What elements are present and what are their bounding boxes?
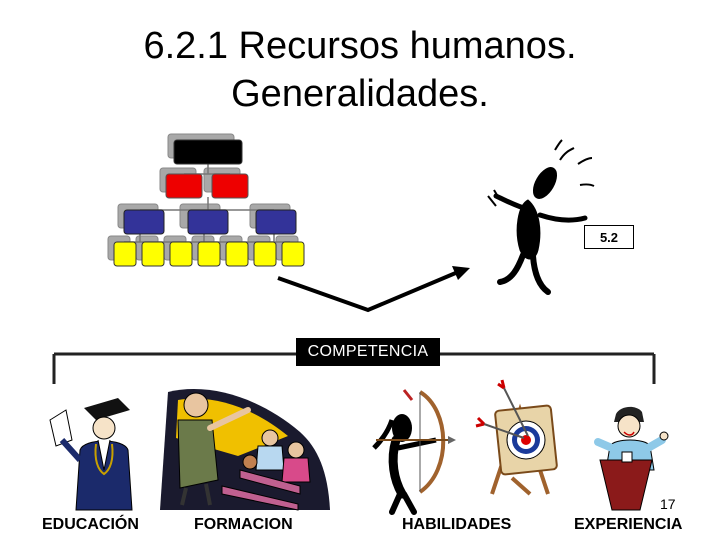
reference-label: 5.2	[584, 225, 634, 249]
category-formacion: FORMACION	[194, 516, 293, 533]
archer-icon	[372, 389, 456, 515]
slide-title: 6.2.1 Recursos humanos. Generalidades.	[0, 22, 720, 118]
competencia-label: COMPETENCIA	[296, 338, 440, 366]
org-chart-icon	[107, 133, 305, 267]
classroom-icon	[160, 389, 330, 511]
page-number: 17	[660, 496, 676, 512]
title-line-1: 6.2.1 Recursos humanos.	[143, 25, 577, 67]
connector-arrow	[277, 270, 459, 313]
category-educacion: EDUCACIÓN	[42, 516, 139, 533]
presenter-icon	[594, 406, 669, 511]
category-experiencia: EXPERIENCIA	[574, 516, 683, 533]
stick-figure-icon	[487, 139, 595, 295]
title-line-2: Generalidades.	[231, 73, 489, 115]
arrow-head-icon	[452, 266, 470, 280]
target-icon	[475, 379, 558, 496]
graduate-icon	[49, 398, 133, 511]
category-habilidades: HABILIDADES	[402, 516, 512, 533]
